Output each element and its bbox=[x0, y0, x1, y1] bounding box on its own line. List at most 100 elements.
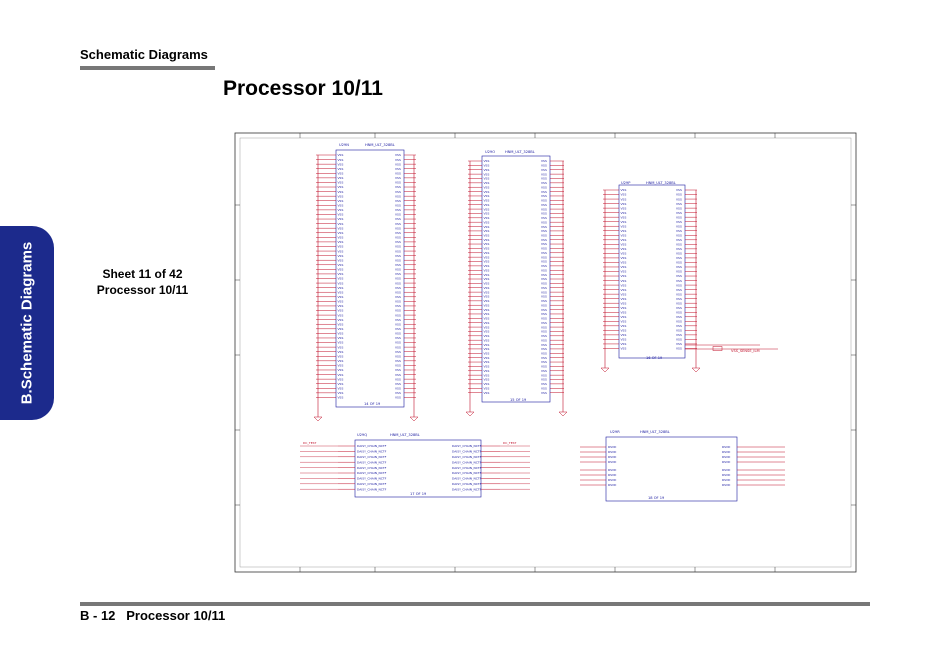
svg-text:VSS: VSS bbox=[484, 251, 490, 255]
svg-text:VSS: VSS bbox=[541, 159, 547, 163]
svg-text:RSVD: RSVD bbox=[608, 455, 617, 459]
svg-text:VSS: VSS bbox=[338, 281, 344, 285]
svg-text:VSS: VSS bbox=[484, 365, 490, 369]
svg-text:VSS: VSS bbox=[676, 347, 682, 351]
svg-text:VSS: VSS bbox=[338, 386, 344, 390]
vss-sense-net: VSS_SENSE_ILM bbox=[731, 349, 760, 353]
svg-text:VSS: VSS bbox=[541, 317, 547, 321]
section-header: Schematic Diagrams bbox=[80, 47, 208, 62]
svg-text:VSS: VSS bbox=[541, 273, 547, 277]
svg-text:DAISY_CHAIN_NCTF: DAISY_CHAIN_NCTF bbox=[357, 466, 387, 470]
svg-text:VSS: VSS bbox=[395, 204, 401, 208]
svg-text:VSS: VSS bbox=[338, 226, 344, 230]
svg-text:VSS: VSS bbox=[541, 242, 547, 246]
svg-text:DAISY_CHAIN_NCTF: DAISY_CHAIN_NCTF bbox=[452, 487, 482, 491]
svg-text:RSVD: RSVD bbox=[722, 460, 731, 464]
svg-text:VSS: VSS bbox=[484, 391, 490, 395]
part-u29n-gnd-0 bbox=[313, 416, 323, 422]
svg-text:VSS: VSS bbox=[541, 347, 547, 351]
svg-text:VSS: VSS bbox=[621, 306, 627, 310]
svg-text:VSS: VSS bbox=[621, 320, 627, 324]
svg-text:VSS: VSS bbox=[541, 164, 547, 168]
svg-text:VSS: VSS bbox=[338, 171, 344, 175]
svg-text:VSS: VSS bbox=[676, 283, 682, 287]
svg-text:VSS: VSS bbox=[395, 181, 401, 185]
svg-text:VSS: VSS bbox=[541, 373, 547, 377]
footer-rule bbox=[80, 602, 870, 606]
part-ref-u29q: U29Q bbox=[357, 433, 367, 437]
svg-text:VSS: VSS bbox=[541, 216, 547, 220]
svg-text:VSS: VSS bbox=[395, 286, 401, 290]
footer-page-title: Processor 10/11 bbox=[126, 608, 226, 623]
svg-text:VSS: VSS bbox=[676, 215, 682, 219]
svg-text:VSS: VSS bbox=[676, 243, 682, 247]
svg-text:VSS: VSS bbox=[541, 299, 547, 303]
sheet-caption: Sheet 11 of 42 Processor 10/11 bbox=[85, 266, 200, 298]
svg-text:VSS: VSS bbox=[395, 341, 401, 345]
svg-text:VSS: VSS bbox=[621, 265, 627, 269]
part-u29q: DAISY_CHAIN_NCTF DAISY_CHAIN_NCTF DAISY_CH… bbox=[300, 439, 530, 498]
svg-text:DAISY_CHAIN_NCTF: DAISY_CHAIN_NCTF bbox=[452, 455, 482, 459]
part-unit-u29r: 18 OF 19 bbox=[648, 496, 665, 500]
svg-text:VSS: VSS bbox=[395, 382, 401, 386]
svg-text:VSS: VSS bbox=[484, 369, 490, 373]
page-title: Processor 10/11 bbox=[223, 77, 383, 100]
svg-text:VSS: VSS bbox=[541, 321, 547, 325]
svg-text:VSS: VSS bbox=[676, 288, 682, 292]
svg-text:RSVD: RSVD bbox=[722, 473, 731, 477]
svg-text:VSS: VSS bbox=[484, 360, 490, 364]
svg-text:VSS: VSS bbox=[541, 334, 547, 338]
svg-text:VSS: VSS bbox=[484, 168, 490, 172]
svg-text:VSS: VSS bbox=[338, 158, 344, 162]
svg-text:RSVD: RSVD bbox=[608, 473, 617, 477]
svg-text:VSS: VSS bbox=[676, 224, 682, 228]
svg-text:VSS: VSS bbox=[395, 167, 401, 171]
svg-text:VSS: VSS bbox=[338, 263, 344, 267]
svg-text:VSS: VSS bbox=[541, 199, 547, 203]
svg-text:VSS: VSS bbox=[338, 162, 344, 166]
svg-text:VSS: VSS bbox=[484, 255, 490, 259]
svg-text:VSS: VSS bbox=[395, 391, 401, 395]
svg-text:VSS: VSS bbox=[338, 304, 344, 308]
svg-text:VSS: VSS bbox=[621, 252, 627, 256]
svg-text:VSS: VSS bbox=[395, 162, 401, 166]
svg-text:VSS: VSS bbox=[484, 330, 490, 334]
svg-text:VSS: VSS bbox=[484, 277, 490, 281]
svg-text:VSS: VSS bbox=[395, 171, 401, 175]
svg-text:VSS: VSS bbox=[541, 386, 547, 390]
svg-text:VSS: VSS bbox=[395, 396, 401, 400]
part-u29p-gnd-1 bbox=[691, 367, 701, 373]
svg-text:VSS: VSS bbox=[395, 386, 401, 390]
svg-text:VSS: VSS bbox=[541, 325, 547, 329]
part-u29r-body bbox=[605, 436, 738, 502]
svg-text:VSS: VSS bbox=[621, 233, 627, 237]
svg-text:VSS: VSS bbox=[541, 360, 547, 364]
svg-text:VSS: VSS bbox=[338, 222, 344, 226]
svg-text:VSS: VSS bbox=[338, 300, 344, 304]
svg-text:VSS: VSS bbox=[621, 274, 627, 278]
svg-text:VSS: VSS bbox=[338, 190, 344, 194]
svg-text:DAISY_CHAIN_NCTF: DAISY_CHAIN_NCTF bbox=[357, 450, 387, 454]
svg-text:VSS: VSS bbox=[338, 364, 344, 368]
svg-text:VSS: VSS bbox=[484, 220, 490, 224]
svg-text:VSS: VSS bbox=[395, 254, 401, 258]
svg-text:VSS: VSS bbox=[621, 256, 627, 260]
svg-text:DAISY_CHAIN_NCTF: DAISY_CHAIN_NCTF bbox=[452, 444, 482, 448]
svg-text:VSS: VSS bbox=[395, 240, 401, 244]
svg-text:DAISY_CHAIN_NCTF: DAISY_CHAIN_NCTF bbox=[452, 477, 482, 481]
svg-text:VSS: VSS bbox=[338, 167, 344, 171]
svg-text:VSS: VSS bbox=[338, 382, 344, 386]
svg-text:VSS: VSS bbox=[484, 268, 490, 272]
svg-text:VSS: VSS bbox=[541, 308, 547, 312]
svg-text:VSS: VSS bbox=[484, 343, 490, 347]
svg-text:VSS: VSS bbox=[338, 350, 344, 354]
svg-text:RSVD: RSVD bbox=[608, 450, 617, 454]
svg-text:VSS: VSS bbox=[621, 238, 627, 242]
svg-text:VSS: VSS bbox=[484, 159, 490, 163]
side-tab[interactable]: B.Schematic Diagrams bbox=[0, 226, 54, 420]
svg-text:VSS: VSS bbox=[676, 193, 682, 197]
svg-text:VSS: VSS bbox=[395, 332, 401, 336]
svg-text:VSS: VSS bbox=[338, 236, 344, 240]
svg-text:VSS: VSS bbox=[395, 304, 401, 308]
